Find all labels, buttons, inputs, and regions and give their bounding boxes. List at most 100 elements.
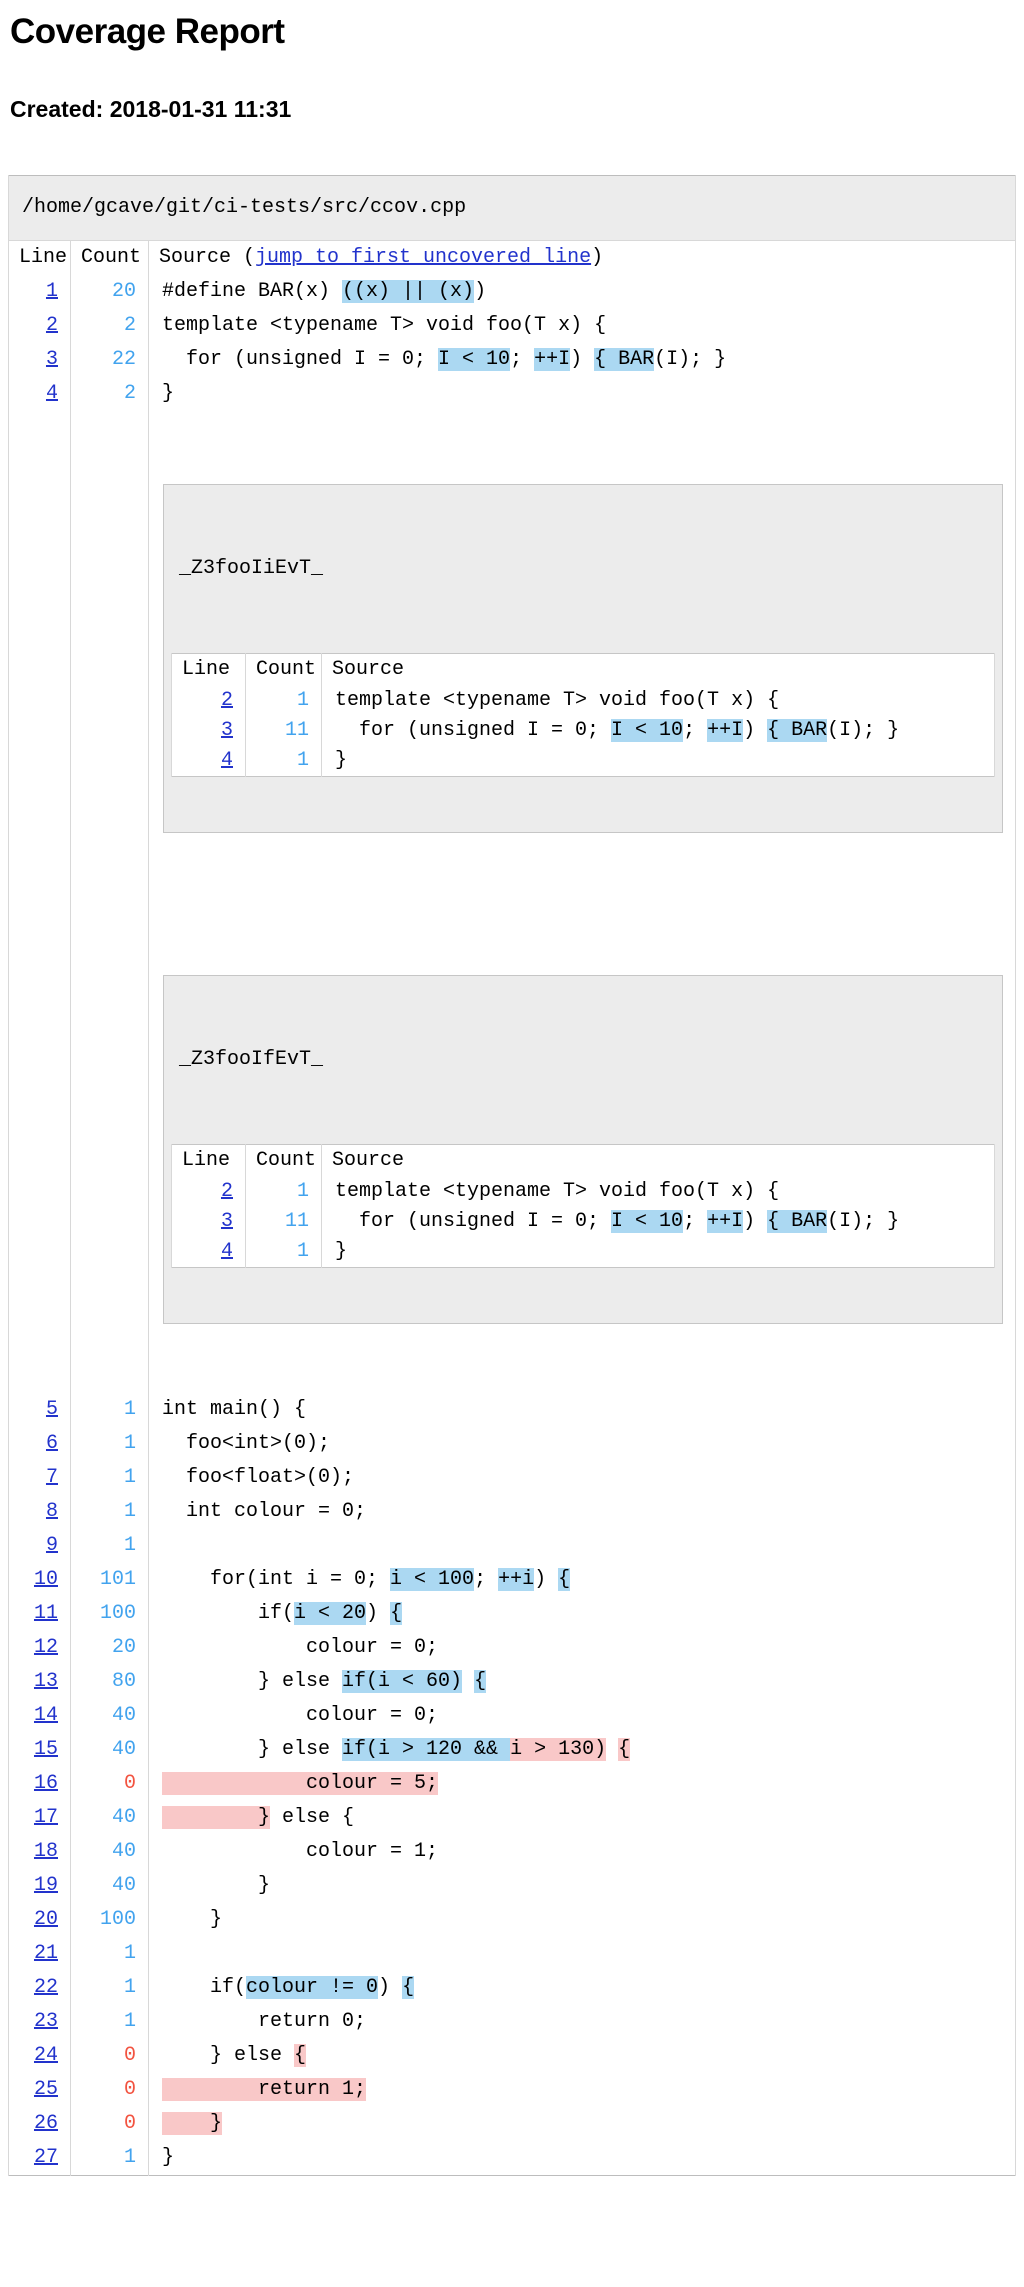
- line-number-link[interactable]: 17: [33, 1806, 58, 1829]
- line-number-link[interactable]: 21: [33, 1942, 58, 1965]
- column-header-row: Line Count Source: [171, 653, 995, 686]
- table-row: 2 2 template <typename T> void foo(T x) …: [8, 309, 1016, 343]
- line-number-cell: 5: [8, 1393, 71, 1427]
- source-cell: }: [321, 1237, 995, 1268]
- line-number-link[interactable]: 2: [220, 1180, 233, 1203]
- code-text: #define BAR(x): [162, 280, 343, 303]
- exp-rows: 2 1 template <typename T> void foo(T x) …: [171, 686, 995, 777]
- code-text: template <typename T> void foo(T x) {: [335, 689, 780, 712]
- count-cell: 1: [70, 1937, 149, 1971]
- line-number-link[interactable]: 16: [33, 1772, 58, 1795]
- line-number-link[interactable]: 7: [45, 1466, 58, 1489]
- uncovered-region: }: [162, 1806, 271, 1829]
- jump-to-uncovered-link[interactable]: jump to first uncovered line: [255, 246, 592, 269]
- execution-count: 40: [111, 1704, 136, 1727]
- count-cell: 40: [70, 1835, 149, 1869]
- line-number-link[interactable]: 13: [33, 1670, 58, 1693]
- code-text: template <typename T> void foo(T x) {: [162, 314, 607, 337]
- line-number-cell: 23: [8, 2005, 71, 2039]
- line-number-link[interactable]: 3: [45, 348, 58, 371]
- source-code: template <typename T> void foo(T x) {: [162, 314, 606, 337]
- execution-count: 22: [111, 348, 136, 371]
- line-number-link[interactable]: 25: [33, 2078, 58, 2101]
- source-cell: } else {: [148, 2039, 1016, 2073]
- line-number-cell: 7: [8, 1461, 71, 1495]
- code-text: } else: [162, 1738, 343, 1761]
- source-code: if(colour != 0) {: [162, 1976, 415, 1999]
- covered-region: {: [474, 1670, 487, 1693]
- count-cell: 100: [70, 1903, 149, 1937]
- uncovered-region: {: [618, 1738, 631, 1761]
- source-cell: colour = 0;: [148, 1631, 1016, 1665]
- line-number-link[interactable]: 26: [33, 2112, 58, 2135]
- line-number-link[interactable]: 2: [45, 314, 58, 337]
- table-row: 17 40 } else {: [8, 1801, 1016, 1835]
- execution-count: 1: [123, 1398, 136, 1421]
- execution-count: 0: [123, 2112, 136, 2135]
- execution-count: 1: [123, 2146, 136, 2169]
- line-number-link[interactable]: 20: [33, 1908, 58, 1931]
- count-cell: 40: [70, 1733, 149, 1767]
- source-code: int colour = 0;: [162, 1500, 366, 1523]
- count-cell: 1: [70, 1393, 149, 1427]
- source-code: for(int i = 0; i < 100; ++i) {: [162, 1568, 571, 1591]
- line-number-link[interactable]: 9: [45, 1534, 58, 1557]
- line-number-link[interactable]: 22: [33, 1976, 58, 1999]
- line-number-link[interactable]: 27: [33, 2146, 58, 2169]
- line-number-cell: 2: [171, 1177, 246, 1207]
- table-row: 16 0 colour = 5;: [8, 1767, 1016, 1801]
- line-number-cell: 4: [8, 377, 71, 411]
- line-number-link[interactable]: 24: [33, 2044, 58, 2067]
- source-cell: template <typename T> void foo(T x) {: [321, 1177, 995, 1207]
- line-number-link[interactable]: 2: [220, 689, 233, 712]
- code-text: }: [335, 1240, 348, 1263]
- file-path-row: /home/gcave/git/ci-tests/src/ccov.cpp: [8, 175, 1016, 241]
- line-number-link[interactable]: 15: [33, 1738, 58, 1761]
- line-number-link[interactable]: 14: [33, 1704, 58, 1727]
- execution-count: 40: [111, 1738, 136, 1761]
- execution-count: 1: [123, 1466, 136, 1489]
- line-number-link[interactable]: 8: [45, 1500, 58, 1523]
- code-text: [462, 1670, 474, 1693]
- source-code: if(i < 20) {: [162, 1602, 403, 1625]
- code-text: ): [570, 348, 595, 371]
- execution-count: 1: [296, 1240, 309, 1263]
- line-number-cell: 17: [8, 1801, 71, 1835]
- line-number-link[interactable]: 12: [33, 1636, 58, 1659]
- line-number-link[interactable]: 18: [33, 1840, 58, 1863]
- line-number-link[interactable]: 23: [33, 2010, 58, 2033]
- line-number-link[interactable]: 5: [45, 1398, 58, 1421]
- table-row: 4 2 }: [8, 377, 1016, 411]
- table-row: 10 101 for(int i = 0; i < 100; ++i) {: [8, 1563, 1016, 1597]
- line-number-link[interactable]: 19: [33, 1874, 58, 1897]
- covered-region: ++I: [534, 348, 571, 371]
- line-number-cell: 26: [8, 2107, 71, 2141]
- covered-region: { BAR: [767, 719, 828, 742]
- code-text: ;: [683, 719, 708, 742]
- line-number-link[interactable]: 11: [33, 1602, 58, 1625]
- code-text: if(: [162, 1602, 295, 1625]
- line-number-link[interactable]: 4: [45, 382, 58, 405]
- code-text: }: [162, 382, 175, 405]
- line-number-link[interactable]: 3: [220, 719, 233, 742]
- covered-region: ((x) || (x): [342, 280, 475, 303]
- source-cell: }: [148, 1869, 1016, 1903]
- line-number-link[interactable]: 10: [33, 1568, 58, 1591]
- execution-count: 0: [123, 1772, 136, 1795]
- line-number-link[interactable]: 3: [220, 1210, 233, 1233]
- count-cell: 1: [70, 2005, 149, 2039]
- source-cell: template <typename T> void foo(T x) {: [321, 686, 995, 716]
- code-text: ): [743, 1210, 768, 1233]
- count-cell: 40: [70, 1801, 149, 1835]
- created-label: Created:: [10, 96, 104, 122]
- count-cell: 100: [70, 1597, 149, 1631]
- line-number-link[interactable]: 4: [220, 749, 233, 772]
- code-text: template <typename T> void foo(T x) {: [335, 1180, 780, 1203]
- execution-count: 40: [111, 1806, 136, 1829]
- line-number-link[interactable]: 4: [220, 1240, 233, 1263]
- line-number-link[interactable]: 6: [45, 1432, 58, 1455]
- count-cell: 1: [245, 686, 322, 716]
- source-cell: foo<int>(0);: [148, 1427, 1016, 1461]
- line-number-link[interactable]: 1: [45, 280, 58, 303]
- instantiation-block: _Z3fooIfEvT_ Line Count Source 2 1 templ…: [163, 975, 1003, 1324]
